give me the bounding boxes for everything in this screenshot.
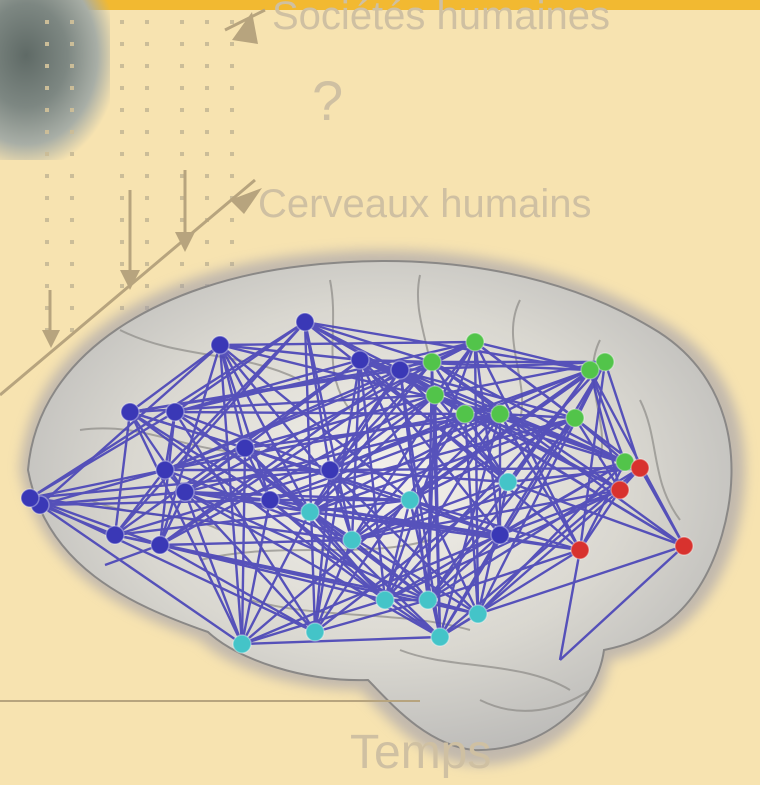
network-node <box>499 473 517 491</box>
network-node <box>151 536 169 554</box>
network-node <box>121 403 139 421</box>
network-node <box>21 489 39 507</box>
network-node <box>296 313 314 331</box>
network-node <box>571 541 589 559</box>
network-node <box>426 386 444 404</box>
network-node <box>321 461 339 479</box>
network-node <box>631 459 649 477</box>
network-node <box>233 635 251 653</box>
network-node <box>261 491 279 509</box>
network-node <box>106 526 124 544</box>
network-node <box>431 628 449 646</box>
brain-illustration <box>20 250 745 765</box>
network-node <box>301 503 319 521</box>
network-node <box>456 405 474 423</box>
network-node <box>211 336 229 354</box>
network-node <box>581 361 599 379</box>
network-node <box>466 333 484 351</box>
network-node <box>491 405 509 423</box>
network-node <box>675 537 693 555</box>
network-node <box>423 353 441 371</box>
network-node <box>166 403 184 421</box>
network-node <box>343 531 361 549</box>
label-temps: Temps <box>350 725 491 780</box>
network-node <box>491 526 509 544</box>
network-node <box>566 409 584 427</box>
network-node <box>611 481 629 499</box>
network-node <box>176 483 194 501</box>
time-axis-line <box>0 700 420 702</box>
network-node <box>156 461 174 479</box>
network-node <box>401 491 419 509</box>
network-node <box>469 605 487 623</box>
network-node <box>351 351 369 369</box>
network-node <box>236 439 254 457</box>
network-node <box>376 591 394 609</box>
network-node <box>306 623 324 641</box>
network-node <box>419 591 437 609</box>
network-node <box>391 361 409 379</box>
